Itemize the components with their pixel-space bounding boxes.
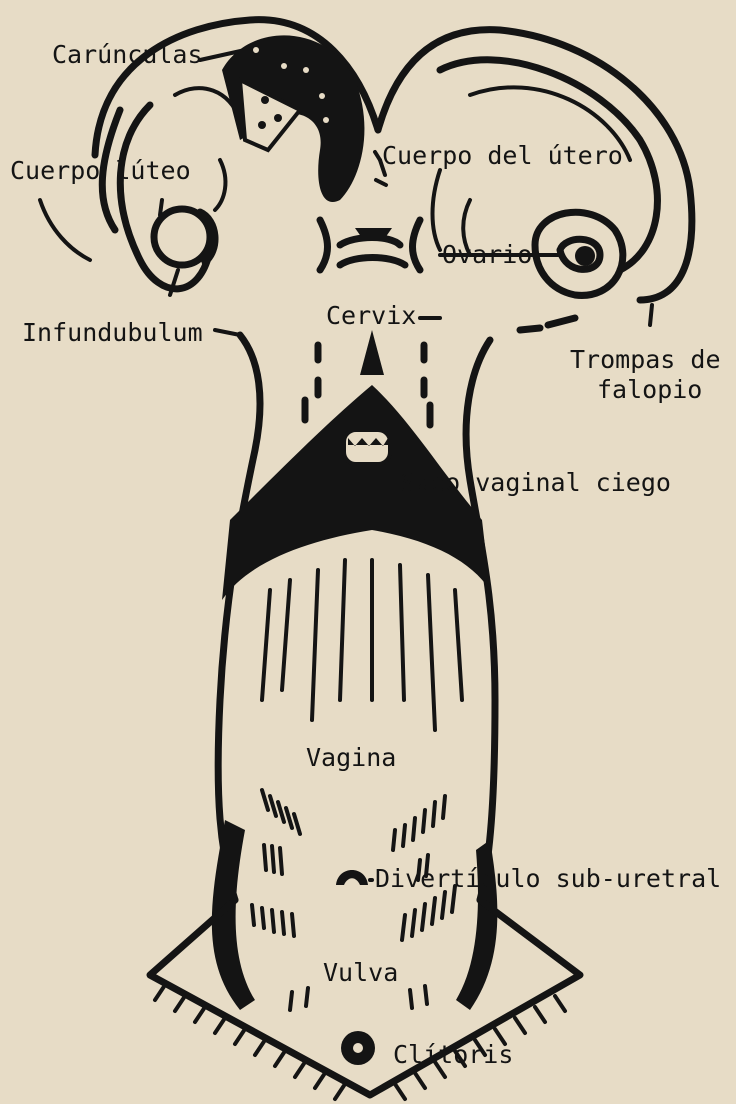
label-cervix: Cervix: [326, 303, 416, 328]
right-ovary: [520, 212, 652, 330]
label-fallopian-tubes-1: Trompas de: [570, 347, 721, 372]
label-fallopian-tubes-2: falopio: [597, 377, 702, 402]
label-suburethral-diverticulum: Divertículo sub-uretral: [375, 866, 721, 891]
label-uterus-body: Cuerpo del útero: [382, 143, 623, 168]
vaginal-folds: [212, 560, 498, 1010]
cervix-region: [305, 160, 430, 425]
label-blind-vaginal-sac: Saco vaginal ciego: [400, 470, 671, 495]
label-infundibulum: Infundubulum: [22, 320, 203, 345]
label-corpus-luteum: Cuerpo lúteo: [10, 158, 191, 183]
left-ovary: [154, 200, 215, 295]
label-vulva: Vulva: [323, 960, 398, 985]
label-ovary: Ovario: [442, 242, 532, 267]
label-caruncles: Carúnculas: [52, 42, 203, 67]
label-vagina: Vagina: [306, 745, 396, 770]
label-clitoris: Clítoris: [393, 1042, 513, 1067]
